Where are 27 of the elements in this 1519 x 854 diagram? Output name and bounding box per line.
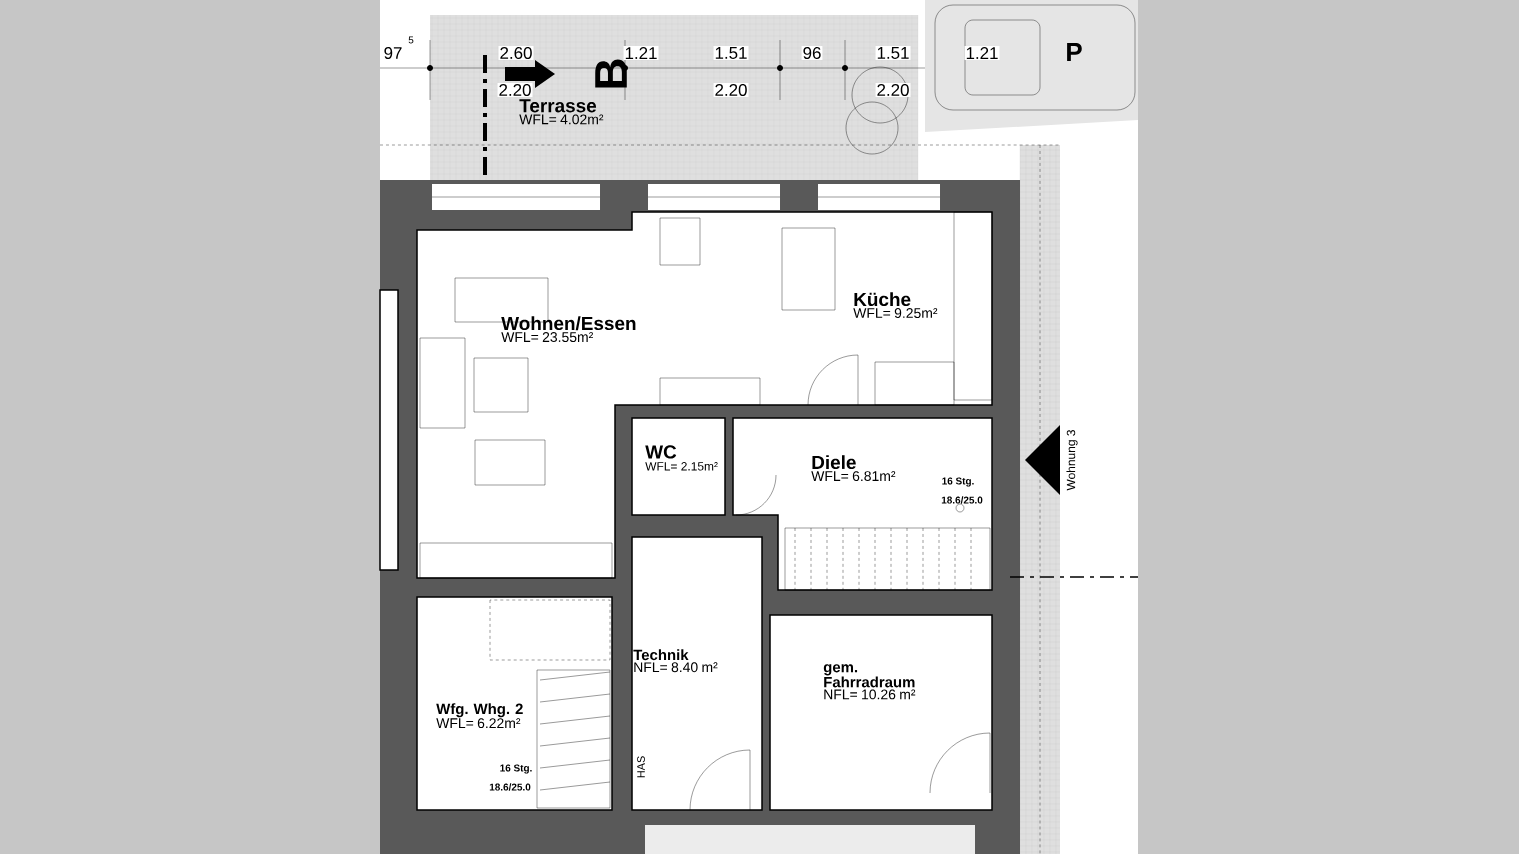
room-label: Terrasse WFL= 4.02m²: [519, 99, 604, 125]
dimension-label: 2.60: [498, 46, 534, 60]
room-label: Wfg. Whg. 2 WFL= 6.22m²: [436, 703, 523, 729]
room-label: Wohnen/Essen WFL= 23.55m²: [501, 316, 636, 342]
room-label: Diele WFL= 6.81m²: [811, 455, 896, 481]
dimension-label: 1.21: [964, 46, 1000, 60]
room-label: gem. Fahrradraum NFL= 10.26 m²: [823, 664, 916, 700]
dimension-label: 2.20: [713, 83, 749, 97]
meter-label: HAS: [637, 756, 645, 778]
stair-label: 16 Stg.: [500, 764, 532, 774]
stair-label: 16 Stg.: [942, 477, 974, 487]
dimension-label: 1.51: [713, 46, 749, 60]
room-label: WC WFL= 2.15m²: [645, 445, 718, 471]
room-label: Küche WFL= 9.25m²: [853, 292, 938, 318]
dimension-label: 1.21: [623, 46, 659, 60]
room-label: Technik NFL= 8.40 m²: [633, 649, 718, 673]
section-letter: B: [595, 59, 627, 88]
stair-label: 18.6/25.0: [489, 783, 531, 791]
dimension-label: 2.20: [497, 83, 533, 97]
dimension-label: 2.20: [875, 83, 911, 97]
dimension-label: 96: [801, 46, 823, 60]
parking-letter: P: [1067, 43, 1082, 61]
dimension-label: 97: [382, 46, 404, 60]
dimension-label: 1.51: [875, 46, 911, 60]
unit-label: Wohnung 3: [1066, 430, 1078, 491]
stair-label: 18.6/25.0: [941, 496, 983, 504]
dimension-label: 5: [408, 36, 414, 44]
